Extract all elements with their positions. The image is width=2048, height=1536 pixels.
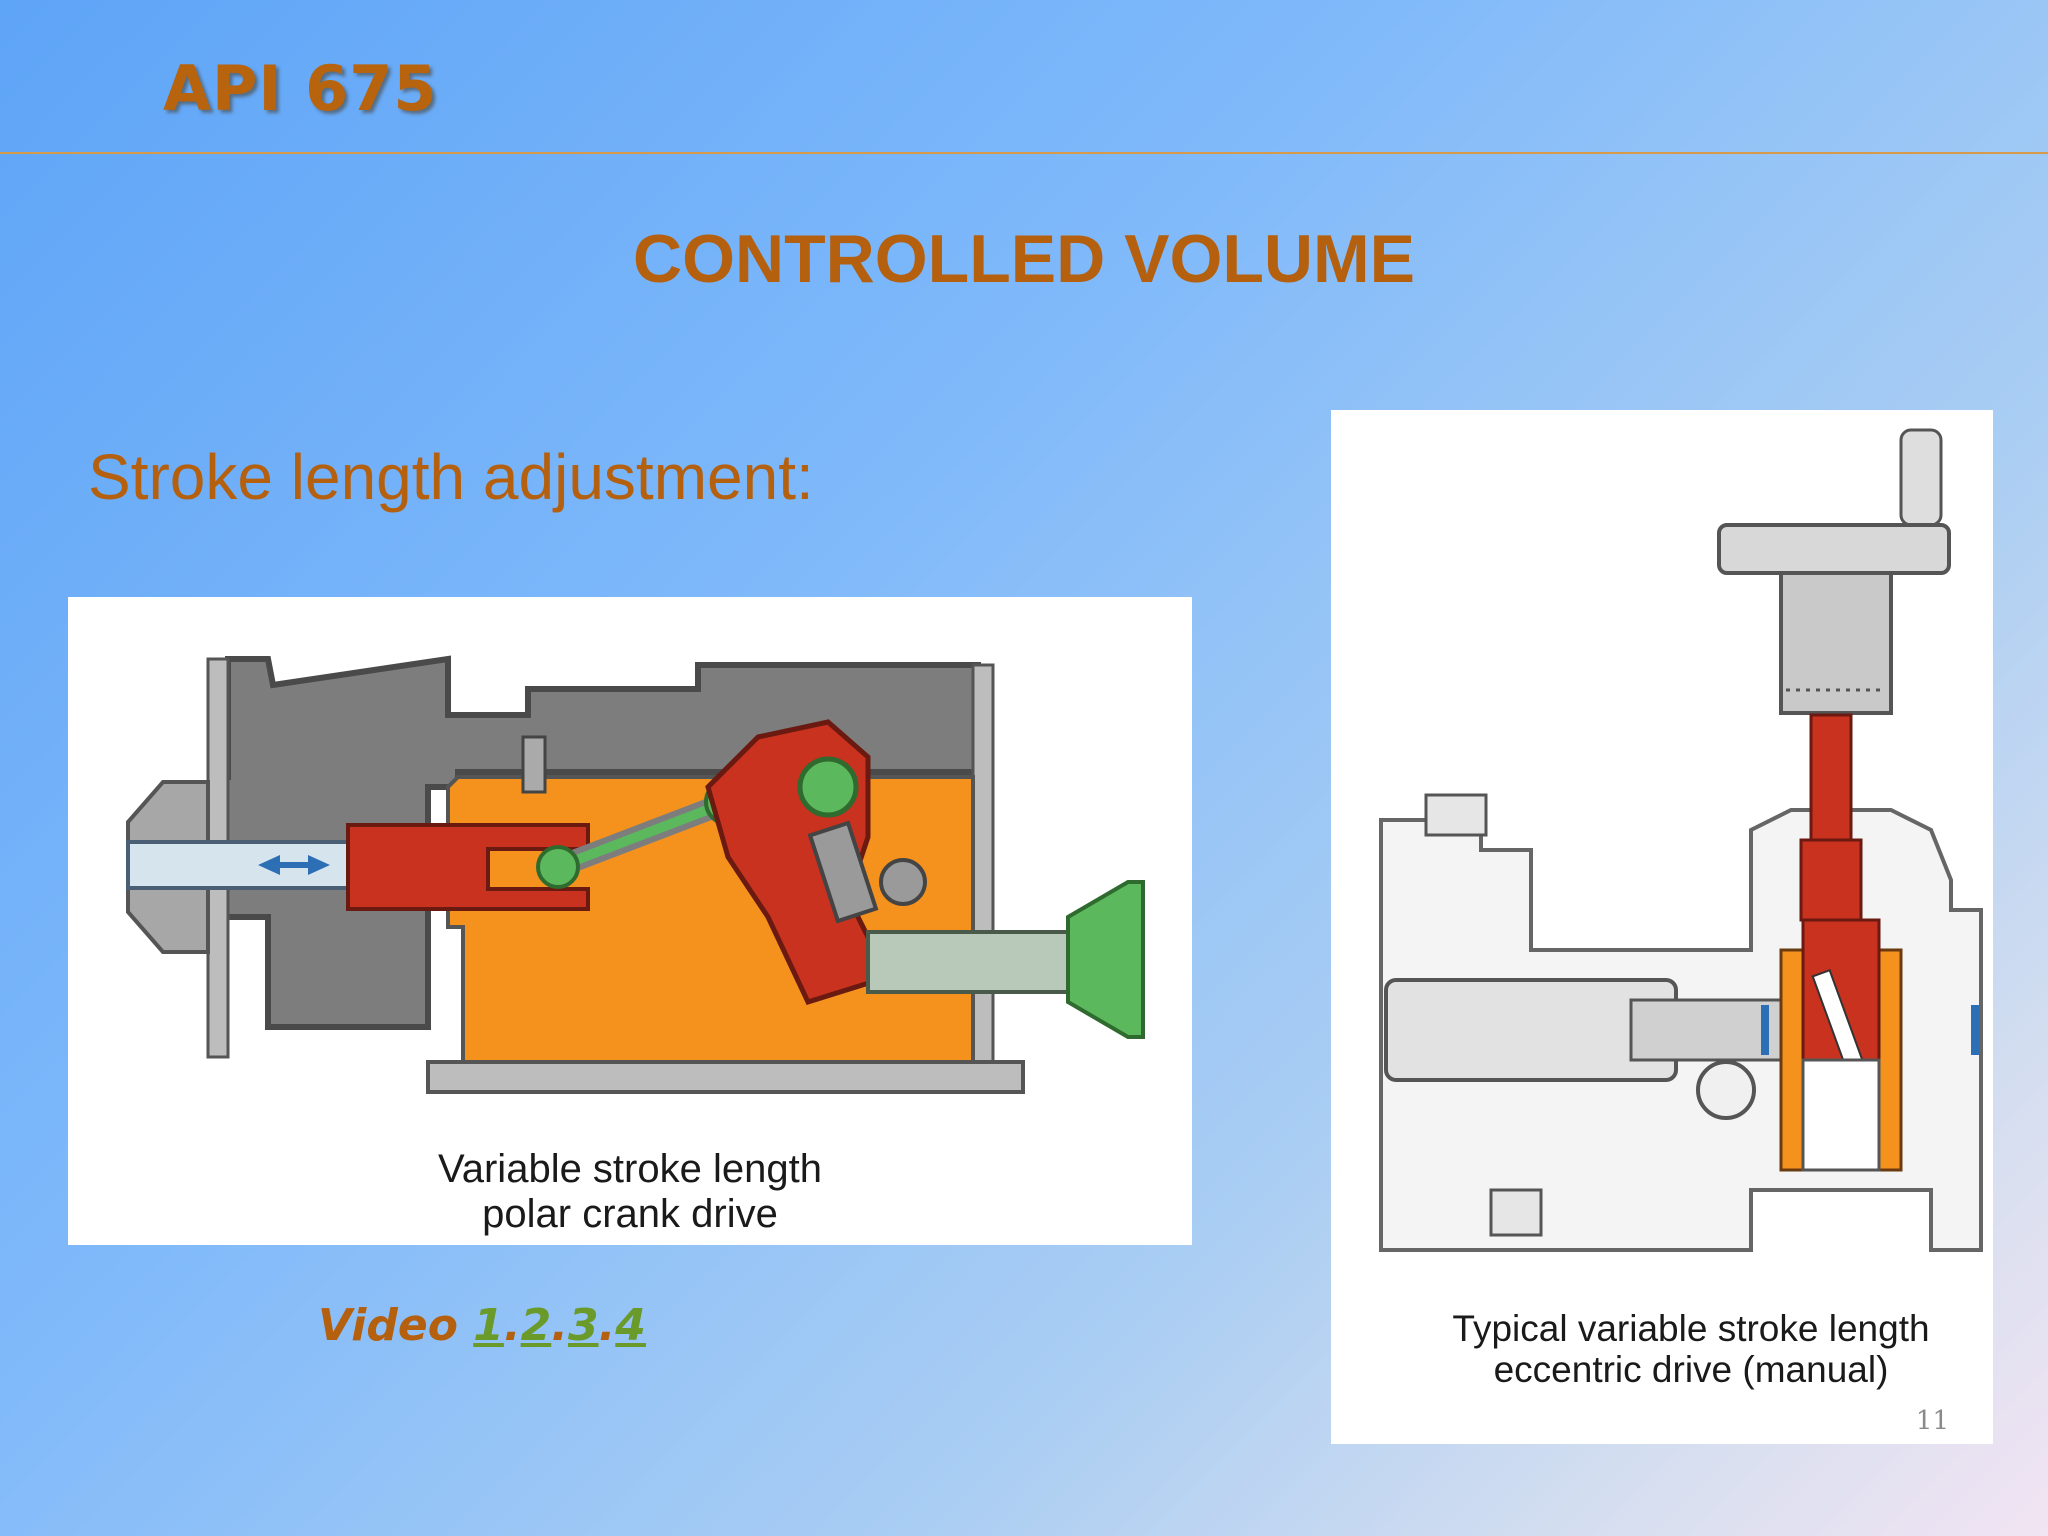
video-separator: . [503,1300,521,1351]
slide-subtitle: Stroke length adjustment: [88,441,814,513]
eccentric-drive-caption: Typical variable stroke length eccentric… [1411,1308,1971,1391]
caption-line: eccentric drive (manual) [1493,1349,1889,1391]
polar-crank-drive-figure: Variable stroke length polar crank drive [68,597,1192,1245]
video-link-3[interactable]: 3 [567,1300,599,1351]
video-label: Video [318,1300,458,1351]
caption-line: Typical variable stroke length [1452,1308,1930,1349]
video-separator: . [551,1300,568,1351]
header-divider [0,152,2048,154]
caption-line: Variable stroke length [438,1147,822,1191]
eccentric-drive-illustration [1379,428,1983,1252]
slide-title: CONTROLLED VOLUME [633,221,1415,297]
video-separator: . [598,1300,616,1351]
video-link-4[interactable]: 4 [615,1300,646,1351]
eccentric-drive-figure: Typical variable stroke length eccentric… [1331,410,1993,1444]
video-links: Video 1.2.3.4 [318,1300,646,1351]
header-title: API 675 [163,52,438,125]
page-number: 11 [1915,1406,1949,1436]
polar-crank-drive-illustration [126,655,1145,1094]
polar-crank-drive-caption: Variable stroke length polar crank drive [68,1147,1192,1237]
video-link-2[interactable]: 2 [520,1300,552,1351]
video-link-1[interactable]: 1 [473,1300,504,1351]
caption-line: polar crank drive [482,1191,778,1236]
